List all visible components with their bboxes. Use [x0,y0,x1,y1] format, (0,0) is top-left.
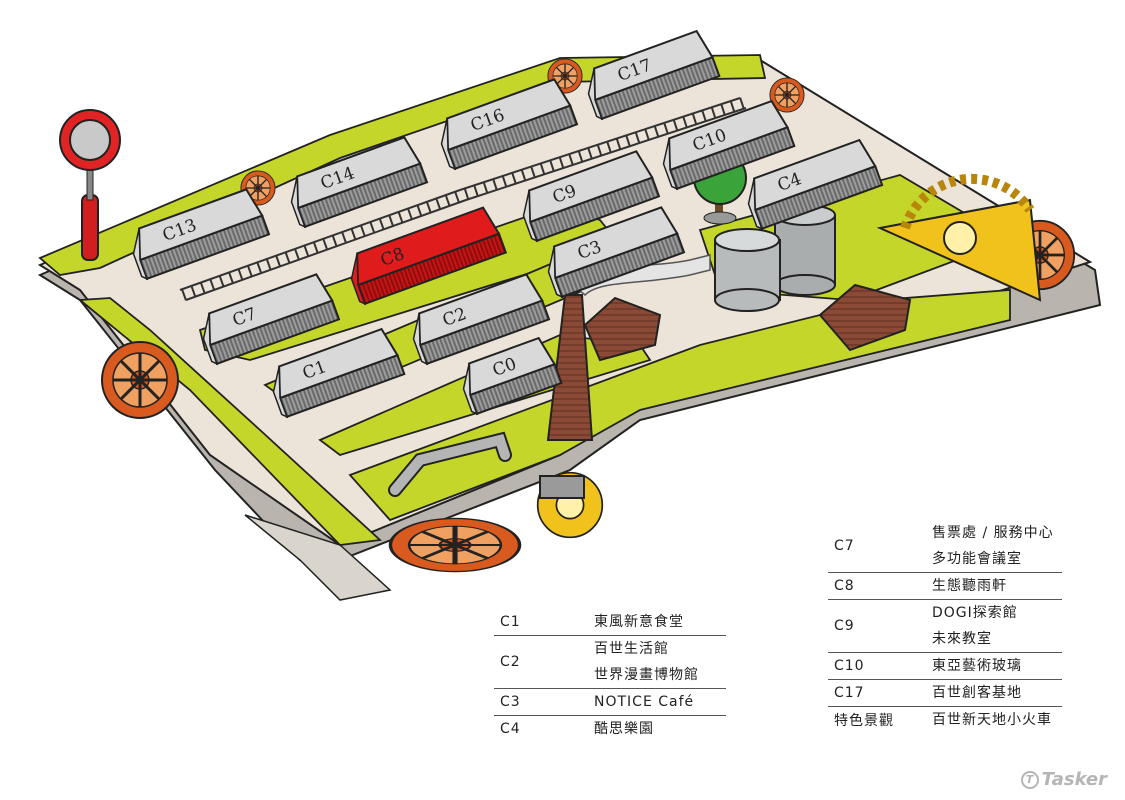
building-c1[interactable]: C1 [266,327,406,419]
legend-right: C7 售票處 / 服務中心多功能會議室 C8 生態聽雨軒 C9 DOGI探索館未來教室 C1… [828,520,1062,733]
legend-name: 百世新天地小火車 [932,712,1052,728]
legend-name: 東風新意食堂 [594,614,684,630]
building-c17[interactable]: C17 [581,29,721,121]
brick-house-1 [583,296,662,362]
tasker-watermark: T Tasker [1020,769,1107,790]
legend-code: C3 [500,694,521,710]
legend-code: 特色景觀 [834,713,894,729]
legend-name: 酷思樂園 [594,721,654,737]
gear-bottom-icon [390,518,519,571]
legend-name: 未來教室 [932,631,992,647]
building-c4[interactable]: C4 [741,138,884,231]
legend-name: 多功能會議室 [932,551,1022,567]
building-c7[interactable]: C7 [196,272,341,366]
brick-house-2 [818,283,912,352]
watermark-text: Tasker [1041,769,1107,790]
legend-row: C17 百世創客基地 [828,680,1062,707]
legend-name: 世界漫畫博物館 [594,667,699,683]
building-c2[interactable]: C2 [406,272,551,366]
building-c10[interactable]: C10 [656,99,796,191]
legend-code: C7 [834,538,855,554]
legend-name: 售票處 / 服務中心 [932,525,1054,541]
legend-row: C9 DOGI探索館未來教室 [828,600,1062,653]
building-c8[interactable]: C8 [344,206,508,306]
building-c16[interactable]: C16 [434,77,579,171]
legend-code: C17 [834,685,865,701]
legend-code: C10 [834,658,865,674]
legend-name: 百世生活館 [594,641,669,657]
legend-code: C4 [500,721,521,737]
signal-post-icon [59,109,121,261]
legend-row: C1 東風新意食堂 [494,609,726,636]
half-gear-yellow-icon [876,173,1042,302]
legend-row: C7 售票處 / 服務中心多功能會議室 [828,520,1062,573]
legend-code: C9 [834,618,855,634]
legend-code: C8 [834,578,855,594]
legend-row: C3 NOTICE Café [494,689,726,716]
legend-row: C4 酷思樂園 [494,716,726,742]
building-c13[interactable]: C13 [126,187,271,281]
legend-row: 特色景觀 百世新天地小火車 [828,707,1062,733]
chimney-icon [546,254,711,441]
legend-code: C1 [500,614,521,630]
slider-block-icon [539,475,585,499]
legend-name: 東亞藝術玻璃 [932,658,1022,674]
legend-name: DOGI探索館 [932,605,1018,621]
legend-name: 生態聽雨軒 [932,578,1007,594]
tasker-logo-icon: T [1020,770,1039,789]
gear-left-icon [100,340,180,420]
building-c3[interactable]: C3 [541,205,686,299]
building-c14[interactable]: C14 [284,135,429,229]
legend-row: C8 生態聽雨軒 [828,573,1062,600]
building-c0[interactable]: C0 [456,336,563,416]
legend-row: C10 東亞藝術玻璃 [828,653,1062,680]
building-c9[interactable]: C9 [516,149,661,243]
legend-code: C2 [500,654,521,670]
pipe-icon [388,431,512,497]
legend-name: NOTICE Café [594,694,695,710]
legend-row: C2 百世生活館世界漫畫博物館 [494,636,726,689]
railway-track [179,97,747,301]
legend-name: 百世創客基地 [932,685,1022,701]
